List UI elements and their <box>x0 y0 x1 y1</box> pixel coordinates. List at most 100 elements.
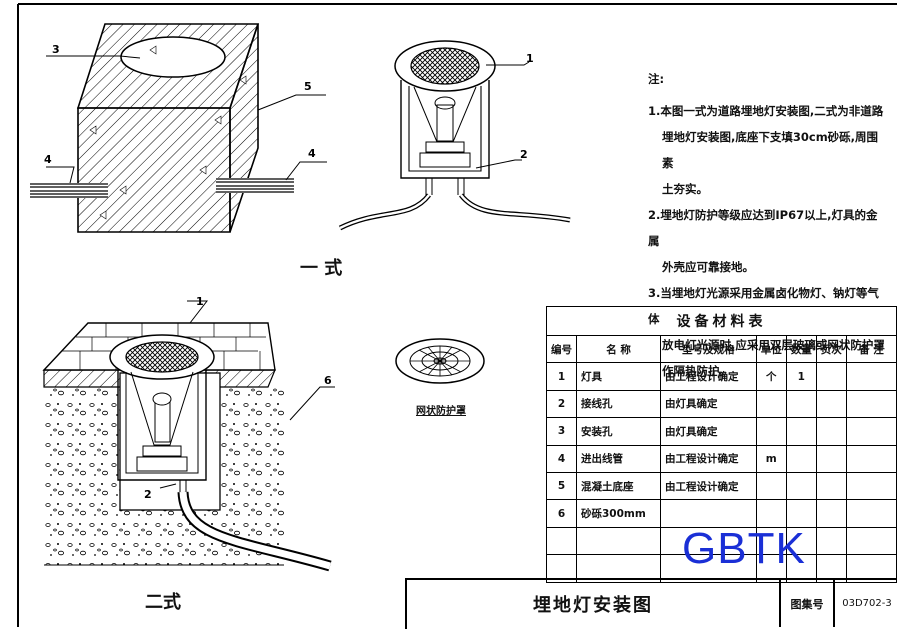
cell-remark <box>845 362 897 391</box>
cell-page <box>815 417 847 446</box>
note-line: 埋地灯安装图,底座下支填30cm砂砾,周围素 <box>662 130 879 170</box>
callouts-type1: 3 5 4 4 <box>44 43 316 166</box>
cell-spec <box>660 554 757 583</box>
fixture-opening <box>120 36 226 78</box>
note-line: 外壳应可靠接地。 <box>662 260 754 274</box>
callouts-type2: 1 6 2 <box>144 295 332 501</box>
callout-2-type2: 2 <box>144 488 152 501</box>
cell-remark <box>845 554 897 583</box>
mesh-guard-icon <box>395 338 485 384</box>
table-title: 设备材料表 <box>546 306 897 336</box>
note-line: 土夯实。 <box>662 182 708 196</box>
cell-qty <box>785 444 817 473</box>
cell-no: 6 <box>546 499 577 528</box>
cell-qty: 1 <box>785 362 817 391</box>
cell-spec: 由工程设计确定 <box>660 471 757 501</box>
cell-name <box>575 526 662 556</box>
cell-name: 砂砾300mm <box>575 499 662 528</box>
table-header: 名 称 <box>575 334 662 364</box>
cell-no: 5 <box>546 471 577 501</box>
cell-unit <box>755 499 787 528</box>
cell-page <box>815 471 847 501</box>
callout-1: 1 <box>526 52 534 65</box>
cell-no: 3 <box>546 417 577 446</box>
cell-qty <box>785 526 817 556</box>
sheet-border <box>17 3 897 627</box>
cell-unit: 个 <box>755 362 787 391</box>
cell-remark <box>845 417 897 446</box>
cell-qty <box>785 417 817 446</box>
conduit-pipes <box>30 178 294 198</box>
callout-1-type2: 1 <box>196 295 204 308</box>
notes-heading: 注: <box>648 72 665 86</box>
cell-remark <box>845 444 897 473</box>
cell-unit <box>755 417 787 446</box>
note-line: 2.埋地灯防护等级应达到IP67以上,灯具的金属 <box>648 208 878 248</box>
watermark: GBTK <box>682 524 806 573</box>
note-line: 1.本图一式为道路埋地灯安装图,二式为非道路 <box>648 104 884 118</box>
cell-spec: 由灯具确定 <box>660 389 757 419</box>
leader-lines-type1 <box>46 55 327 184</box>
cell-remark <box>845 499 897 528</box>
mesh-guard-label: 网状防护罩 <box>416 406 466 417</box>
cell-spec: 由工程设计确定 <box>660 362 757 391</box>
table-header: 编号 <box>546 334 577 364</box>
cell-spec: 由工程设计确定 <box>660 444 757 473</box>
table-header: 型号及规格 <box>660 334 757 364</box>
callout-3: 3 <box>52 43 60 56</box>
callout-6: 6 <box>324 374 332 387</box>
table-header: 页次 <box>815 334 847 364</box>
callout-4-right: 4 <box>308 147 316 160</box>
cell-unit <box>755 554 787 583</box>
cell-name: 进出线管 <box>575 444 662 473</box>
cell-page <box>815 362 847 391</box>
table-header: 备 注 <box>845 334 897 364</box>
cell-unit <box>755 471 787 501</box>
cell-qty <box>785 471 817 501</box>
cell-remark <box>845 389 897 419</box>
cell-name: 灯具 <box>575 362 662 391</box>
cell-remark <box>845 526 897 556</box>
cell-no: 1 <box>546 362 577 391</box>
cell-spec: 由灯具确定 <box>660 417 757 446</box>
fixture-elevation <box>338 40 571 231</box>
callout-4-left: 4 <box>44 153 52 166</box>
callouts-elevation: 1 2 <box>520 52 534 161</box>
atlas-number: 03D702-3 <box>842 598 892 609</box>
cell-name: 安装孔 <box>575 417 662 446</box>
cell-qty <box>785 554 817 583</box>
cell-name: 混凝土底座 <box>575 471 662 501</box>
cell-page <box>815 389 847 419</box>
type-two-label: 二式 <box>145 592 181 613</box>
cell-name <box>575 554 662 583</box>
cell-unit <box>755 389 787 419</box>
table-header: 单位 <box>755 334 787 364</box>
cell-page <box>815 444 847 473</box>
cell-page <box>815 526 847 556</box>
atlas-label: 图集号 <box>781 580 835 627</box>
table-row <box>546 554 897 583</box>
callout-2: 2 <box>520 148 528 161</box>
table-header-row: 编号 名 称 型号及规格 单位 数量 页次 备 注 <box>546 334 897 364</box>
cell-unit: m <box>755 444 787 473</box>
cell-remark <box>845 471 897 501</box>
concrete-base-block <box>76 23 260 233</box>
cell-page <box>815 499 847 528</box>
cell-no <box>546 526 577 556</box>
cell-name: 接线孔 <box>575 389 662 419</box>
cell-no: 4 <box>546 444 577 473</box>
drawing-title: 埋地灯安装图 <box>407 580 781 627</box>
table-header: 数量 <box>785 334 817 364</box>
cell-no: 2 <box>546 389 577 419</box>
callout-5: 5 <box>304 80 312 93</box>
cell-qty <box>785 389 817 419</box>
